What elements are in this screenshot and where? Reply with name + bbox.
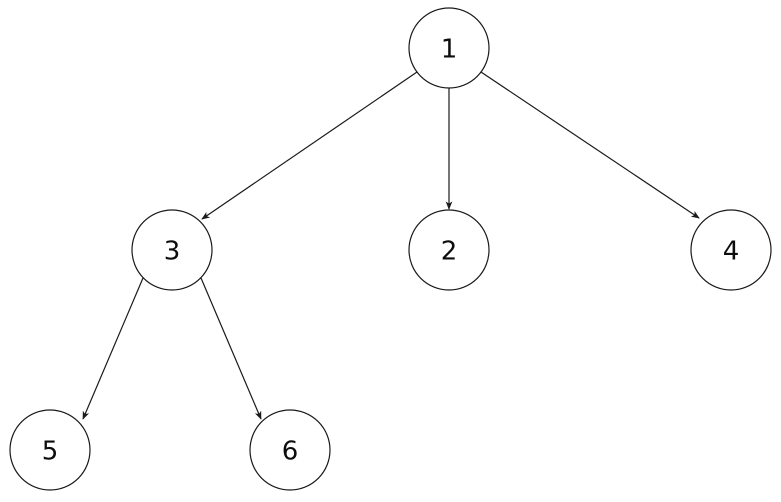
edge-1-to-3 [201, 71, 418, 220]
edge-3-to-5 [82, 277, 144, 420]
node-1-label: 1 [441, 35, 458, 65]
edge-3-to-6 [200, 277, 262, 420]
node-5-label: 5 [42, 437, 59, 467]
node-6-label: 6 [282, 437, 299, 467]
node-4-label: 4 [723, 237, 740, 267]
node-4[interactable]: 4 [690, 209, 772, 291]
node-3[interactable]: 3 [131, 209, 213, 291]
node-group: 1 2 3 4 5 6 [9, 7, 772, 491]
edge-group [82, 71, 700, 420]
node-1[interactable]: 1 [408, 7, 490, 89]
node-2-circle[interactable] [408, 209, 490, 291]
node-6-circle[interactable] [249, 409, 331, 491]
node-5[interactable]: 5 [9, 409, 91, 491]
node-2[interactable]: 2 [408, 209, 490, 291]
node-5-circle[interactable] [9, 409, 91, 491]
node-3-label: 3 [164, 237, 181, 267]
node-4-circle[interactable] [690, 209, 772, 291]
node-3-circle[interactable] [131, 209, 213, 291]
node-1-circle[interactable] [408, 7, 490, 89]
node-6[interactable]: 6 [249, 409, 331, 491]
edge-1-to-4 [480, 71, 700, 219]
node-2-label: 2 [441, 237, 458, 267]
